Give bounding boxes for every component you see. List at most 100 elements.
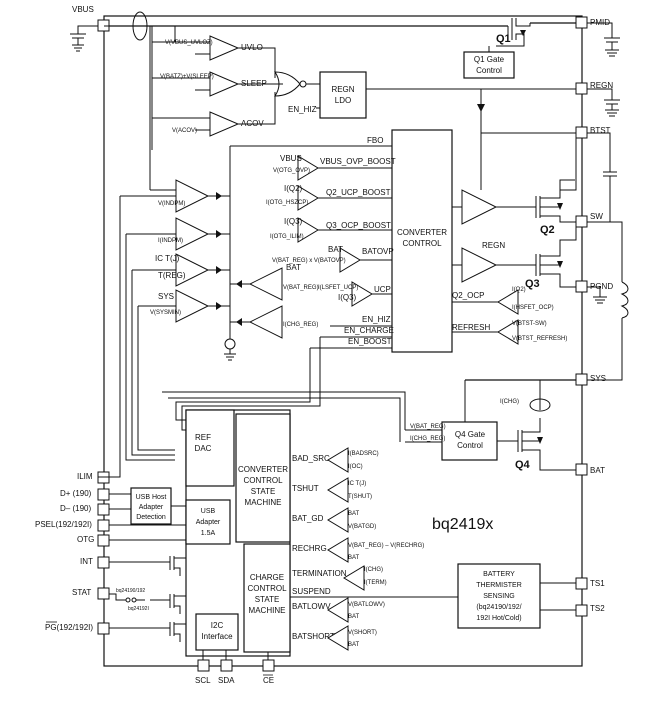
svg-text:Detection: Detection <box>136 514 166 521</box>
svg-text:bq24190/192: bq24190/192 <box>116 588 145 594</box>
low-side-driver: REGN <box>461 241 505 283</box>
svg-text:EN_BOOST: EN_BOOST <box>348 337 392 346</box>
svg-text:STATE: STATE <box>255 595 280 604</box>
svg-text:T(REG): T(REG) <box>158 271 186 280</box>
svg-text:D– (190): D– (190) <box>60 504 91 513</box>
svg-text:STATE: STATE <box>251 487 276 496</box>
q4-gate-control: Q4 Gate Control <box>441 421 498 461</box>
svg-text:bq24192I: bq24192I <box>128 606 149 612</box>
svg-text:Q2_UCP_BOOST: Q2_UCP_BOOST <box>326 188 391 197</box>
svg-text:BAT: BAT <box>590 466 605 475</box>
svg-text:SENSING: SENSING <box>483 593 515 600</box>
bat-reg-amp: BAT V(BAT_REG) <box>248 263 319 301</box>
pin-vbus: VBUS <box>70 5 110 52</box>
svg-text:T(SHUT): T(SHUT) <box>348 494 372 500</box>
pin-ts2: TS2 <box>575 604 605 617</box>
svg-text:V(SYSMIN): V(SYSMIN) <box>150 310 181 316</box>
svg-text:I(CHG): I(CHG) <box>500 399 519 405</box>
svg-text:D+ (190): D+ (190) <box>60 489 92 498</box>
svg-text:SYS: SYS <box>158 292 174 301</box>
vbus-ovp-boost: VBUS V(OTG_OVP) VBUS_OVP_BOOST <box>273 154 396 181</box>
svg-text:TS1: TS1 <box>590 579 605 588</box>
svg-text:Q1: Q1 <box>496 33 511 45</box>
termination-comparator: I(CHG) I(TERM) <box>343 565 387 591</box>
svg-text:I(Q2): I(Q2) <box>512 287 526 293</box>
svg-text:REFRESH: REFRESH <box>452 323 490 332</box>
pin-dplus: D+ (190) <box>60 488 110 501</box>
pin-pmid: PMID <box>575 16 620 57</box>
svg-text:CONVERTER: CONVERTER <box>397 228 447 237</box>
svg-text:SCL: SCL <box>195 676 211 685</box>
svg-text:V(BATZ)+V(SLEEP): V(BATZ)+V(SLEEP) <box>160 74 214 80</box>
pin-sda: SDA <box>218 659 235 685</box>
usb-host-detection: USB Host Adapter Detection <box>130 487 172 525</box>
svg-text:TS2: TS2 <box>590 604 605 613</box>
badsrc-comparator: I(BADSRC) I(OC) <box>327 447 379 473</box>
svg-text:CONVERTER: CONVERTER <box>238 465 288 474</box>
pin-stat: STAT <box>72 587 110 600</box>
svg-text:Q3: Q3 <box>525 278 540 290</box>
tshut-comparator: IC T(J) T(SHUT) <box>327 477 372 503</box>
ucp-comparator: I(LSFET_UCP) I(Q3) UCP <box>318 281 391 307</box>
svg-text:V(VBUS_UVLOZ): V(VBUS_UVLOZ) <box>165 40 213 46</box>
svg-text:LDO: LDO <box>335 96 351 105</box>
svg-text:CONTROL: CONTROL <box>402 239 442 248</box>
svg-text:THERMISTER: THERMISTER <box>476 582 522 589</box>
svg-text:V(BAT_REG) – V(RECHRG): V(BAT_REG) – V(RECHRG) <box>348 543 424 549</box>
svg-text:I(CHG): I(CHG) <box>364 567 383 573</box>
svg-text:CONTROL: CONTROL <box>243 476 283 485</box>
svg-text:Adapter: Adapter <box>139 504 164 511</box>
refresh-comparator: REFRESH V(BTST-SW) V(BTST_REFRESH) <box>452 319 567 345</box>
svg-text:BAT: BAT <box>328 245 343 254</box>
q3-ocp-boost: I(Q3) I(OTG_ILIM) Q3_OCP_BOOST <box>270 217 391 243</box>
svg-text:Q3_OCP_BOOST: Q3_OCP_BOOST <box>326 221 391 230</box>
svg-text:BAT_GD: BAT_GD <box>292 514 324 523</box>
svg-text:V(BAT_REG): V(BAT_REG) <box>283 285 319 291</box>
svg-text:STAT: STAT <box>72 588 91 597</box>
svg-text:V(SHORT): V(SHORT) <box>348 630 377 636</box>
svg-text:IC T(J): IC T(J) <box>155 254 180 263</box>
q3-transistor: Q3 <box>525 222 577 290</box>
i2c-interface: I2C Interface <box>195 613 239 651</box>
open-drain-outputs: bq24190/192 bq24192I <box>109 556 186 642</box>
svg-text:VBUS_OVP_BOOST: VBUS_OVP_BOOST <box>320 157 396 166</box>
pin-regn: REGN <box>575 81 620 117</box>
svg-text:REGN: REGN <box>331 85 354 94</box>
svg-text:MACHINE: MACHINE <box>245 498 282 507</box>
svg-text:192I Hot/Cold): 192I Hot/Cold) <box>476 615 521 622</box>
high-side-driver <box>461 189 498 225</box>
svg-text:INT: INT <box>80 557 93 566</box>
svg-text:Q2: Q2 <box>540 224 555 236</box>
regn-ldo: REGN LDO <box>319 71 367 119</box>
svg-text:Q2_OCP: Q2_OCP <box>452 291 484 300</box>
svg-text:SYS: SYS <box>590 374 606 383</box>
svg-text:PSEL(192/192I): PSEL(192/192I) <box>35 520 92 529</box>
rechrg-comparator: V(BAT_REG) – V(RECHRG) BAT <box>327 537 424 563</box>
pin-ce: CE <box>262 659 275 685</box>
svg-text:V(OTG_OVP): V(OTG_OVP) <box>273 168 310 174</box>
pin-sys: SYS <box>575 373 606 386</box>
svg-text:BAT: BAT <box>348 614 360 620</box>
q1-gate-control: Q1 Gate Control <box>463 51 515 79</box>
svg-text:V(ACOV): V(ACOV) <box>172 128 197 134</box>
svg-text:USB: USB <box>201 508 216 515</box>
svg-text:USB Host: USB Host <box>136 494 167 501</box>
svg-text:DAC: DAC <box>195 444 212 453</box>
svg-text:CE: CE <box>263 676 274 685</box>
svg-text:I(CHG_REG): I(CHG_REG) <box>283 322 318 328</box>
svg-text:OTG: OTG <box>77 535 94 544</box>
svg-text:(bq24190/192/: (bq24190/192/ <box>476 604 521 611</box>
pin-bat: BAT <box>575 463 605 476</box>
svg-text:1.5A: 1.5A <box>201 530 216 537</box>
svg-text:I(BADSRC): I(BADSRC) <box>348 451 379 457</box>
svg-text:VBUS: VBUS <box>72 5 94 14</box>
q2-ocp-comparator: Q2_OCP I(Q2) I(HSFET_OCP) <box>452 287 554 315</box>
svg-text:Q1 Gate: Q1 Gate <box>474 55 505 64</box>
svg-text:REGN: REGN <box>482 241 505 250</box>
pin-sw: SW <box>575 212 629 381</box>
svg-text:CHARGE: CHARGE <box>250 573 284 582</box>
svg-text:V(BATGD): V(BATGD) <box>348 524 376 530</box>
batgd-comparator: BAT V(BATGD) <box>327 507 376 533</box>
pin-dminus: D– (190) <box>60 503 110 516</box>
svg-text:Control: Control <box>457 441 483 450</box>
